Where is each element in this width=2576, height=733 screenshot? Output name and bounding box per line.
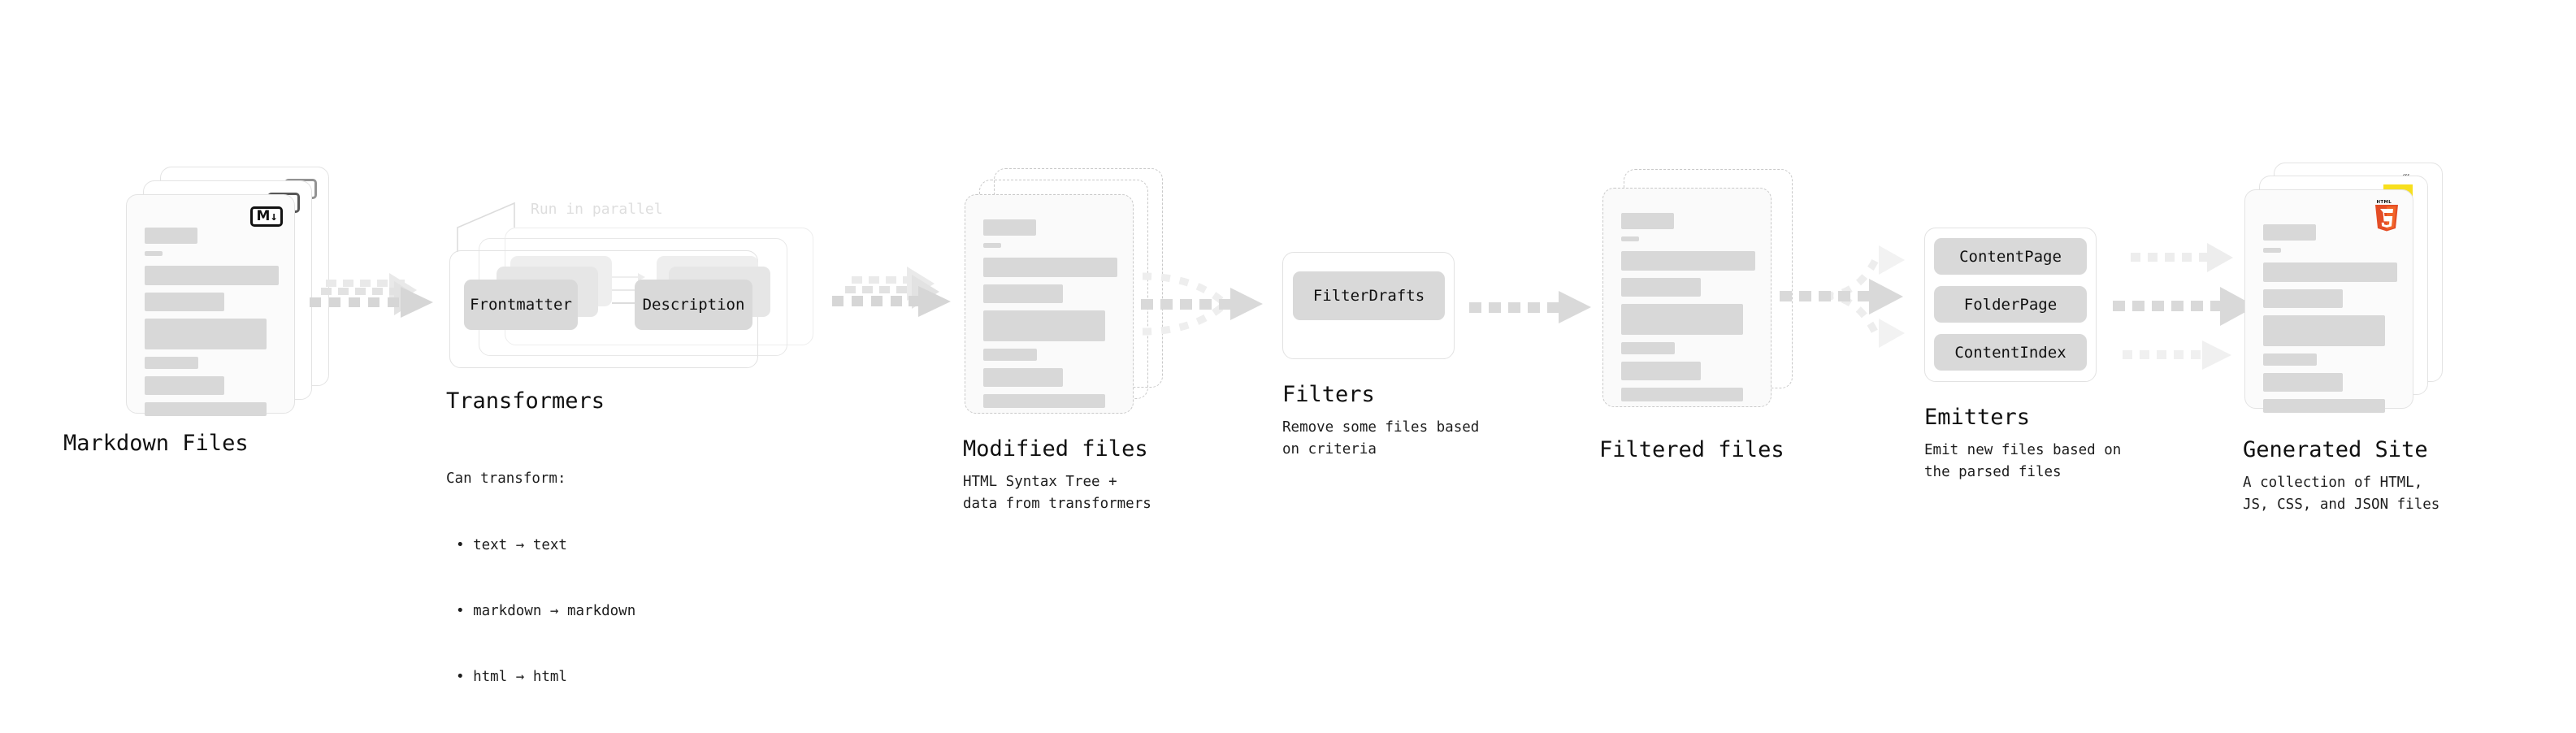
run-in-parallel-label: Run in parallel (531, 201, 663, 218)
transformers-bullet-0: • text → text (456, 536, 567, 553)
emitters-chip-contentpage[interactable]: ContentPage (1934, 238, 2087, 275)
card-placeholder-lines (1621, 213, 1756, 409)
generated-site-subtitle: A collection of HTML, JS, CSS, and JSON … (2243, 475, 2440, 514)
markdown-icon: M↓ (250, 206, 283, 227)
transformer-chip-description[interactable]: Description (635, 280, 752, 330)
arrow-filtered-to-emitters (1780, 232, 1926, 354)
arrow-filters-to-filtered (1469, 284, 1599, 333)
transformers-title: Transformers (446, 388, 605, 414)
markdown-card-front: M↓ (126, 194, 295, 416)
filters-group-box (1282, 252, 1455, 359)
modified-card-front (965, 194, 1134, 414)
filtered-files-title: Filtered files (1599, 437, 1785, 462)
filters-chip-filterdrafts[interactable]: FilterDrafts (1293, 271, 1445, 320)
emitters-chip-contentindex[interactable]: ContentIndex (1934, 334, 2087, 371)
transformers-bullet-1: • markdown → markdown (456, 603, 636, 619)
transformers-bullet-2: • html → html (456, 669, 567, 686)
emitters-group-box (1924, 228, 2097, 382)
svg-text:HTML: HTML (2377, 200, 2392, 205)
transformers-subtitle: Can transform: • text → text • markdown … (446, 424, 635, 733)
run-in-parallel-bracket (449, 195, 644, 284)
arrow-emitters-to-site (2113, 232, 2267, 378)
emitters-chip-folderpage[interactable]: FolderPage (1934, 286, 2087, 323)
card-placeholder-lines (2263, 224, 2398, 420)
filtered-card-front (1602, 188, 1772, 407)
arrow-transformers-to-modified (827, 267, 974, 335)
modified-files-title: Modified files (963, 436, 1148, 462)
arrow-modified-to-filters (1138, 262, 1284, 351)
markdown-badge-letter: M (256, 208, 271, 224)
emitters-title: Emitters (1924, 405, 2031, 430)
card-placeholder-lines (983, 219, 1118, 415)
pipeline-diagram: M↓ M↓ M↓ Markdown Files (63, 163, 2443, 685)
transformers-sub-lead: Can transform: (446, 471, 566, 488)
arrow-markdown-to-transformers (305, 273, 451, 341)
filters-title: Filters (1282, 382, 1375, 407)
generated-site-title: Generated Site (2243, 437, 2428, 462)
markdown-files-title: Markdown Files (63, 431, 249, 456)
filters-subtitle: Remove some files based on criteria (1282, 419, 1480, 458)
site-card-front: HTML (2244, 189, 2413, 413)
emitters-subtitle: Emit new files based on the parsed files (1924, 442, 2122, 481)
modified-files-subtitle: HTML Syntax Tree + data from transformer… (963, 474, 1151, 513)
markdown-badge-arrow: ↓ (270, 209, 277, 223)
card-placeholder-lines (145, 228, 280, 423)
html5-icon: HTML (2372, 197, 2401, 232)
transformer-chip-frontmatter[interactable]: Frontmatter (464, 280, 578, 330)
